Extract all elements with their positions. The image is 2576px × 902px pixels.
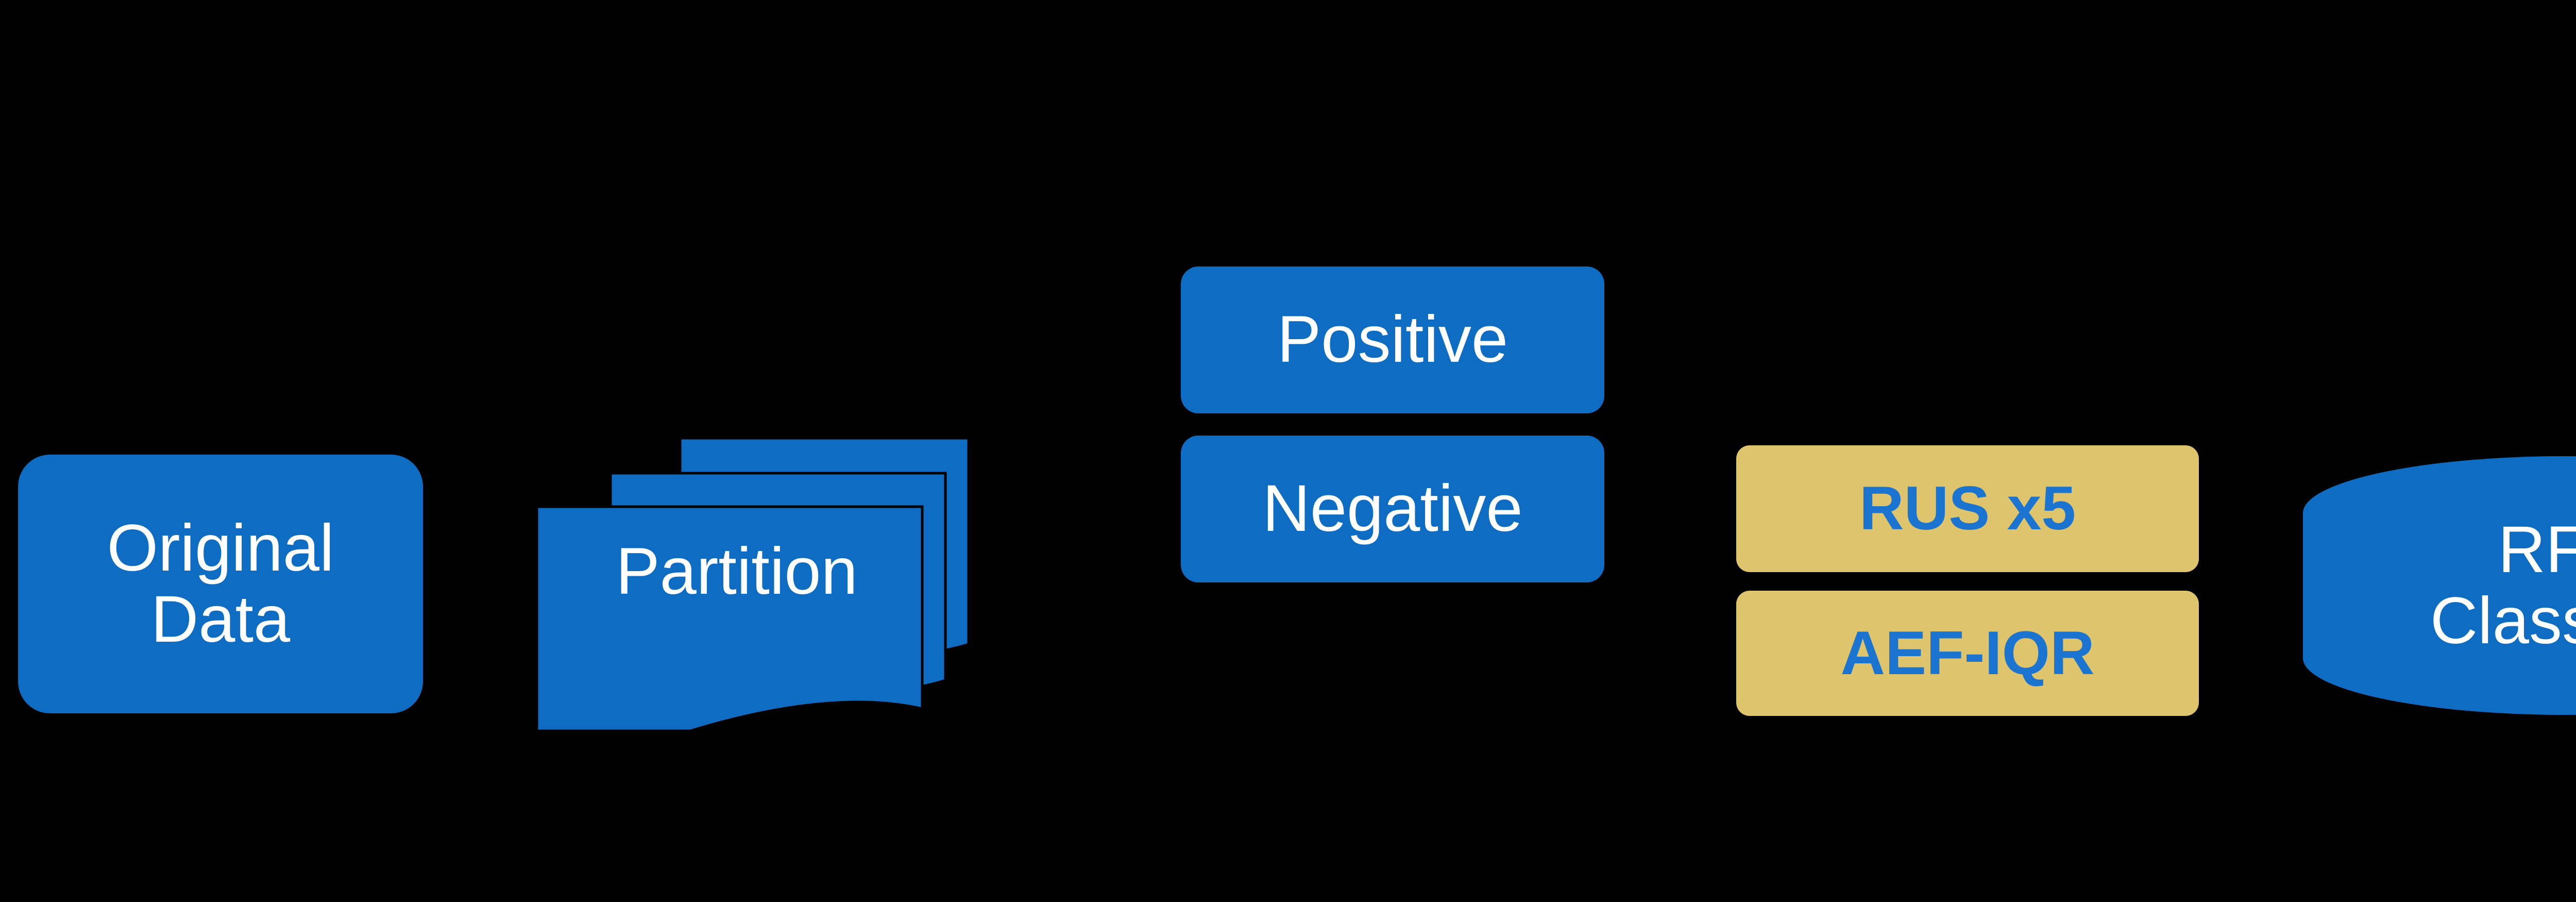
node-aef-iqr[interactable]: AEF-IQR <box>1736 591 2199 716</box>
node-negative[interactable]: Negative <box>1181 436 1604 582</box>
node-original-data-label: Original Data <box>107 511 334 656</box>
partition-stack-icon <box>535 437 970 732</box>
node-rfc-classifier[interactable]: RFC Classifier <box>2303 456 2576 715</box>
node-rus[interactable]: RUS x5 <box>1736 445 2199 572</box>
node-positive-label: Positive <box>1277 303 1509 377</box>
rfc-classifier-shape <box>2303 456 2576 715</box>
node-positive[interactable]: Positive <box>1181 266 1604 413</box>
node-aef-iqr-label: AEF-IQR <box>1840 618 2095 688</box>
node-original-data[interactable]: Original Data <box>18 455 423 713</box>
node-partition[interactable]: Partition <box>515 423 979 732</box>
node-negative-label: Negative <box>1262 472 1523 546</box>
node-rus-label: RUS x5 <box>1859 474 2076 543</box>
